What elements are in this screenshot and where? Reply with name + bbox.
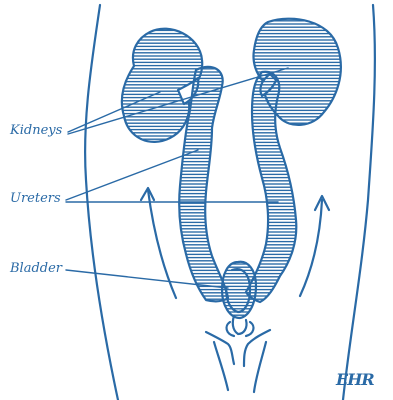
pelvic-leg-right bbox=[254, 342, 266, 392]
kidneys-label: Kidneys bbox=[10, 123, 62, 138]
bladder-label: Bladder bbox=[10, 261, 62, 276]
torso-right-outline bbox=[343, 5, 375, 400]
pelvic-leg-left bbox=[214, 342, 228, 390]
ureters-label: Ureters bbox=[10, 191, 61, 206]
right-flow-arrow bbox=[300, 200, 322, 296]
artist-signature: EHR bbox=[336, 370, 374, 389]
